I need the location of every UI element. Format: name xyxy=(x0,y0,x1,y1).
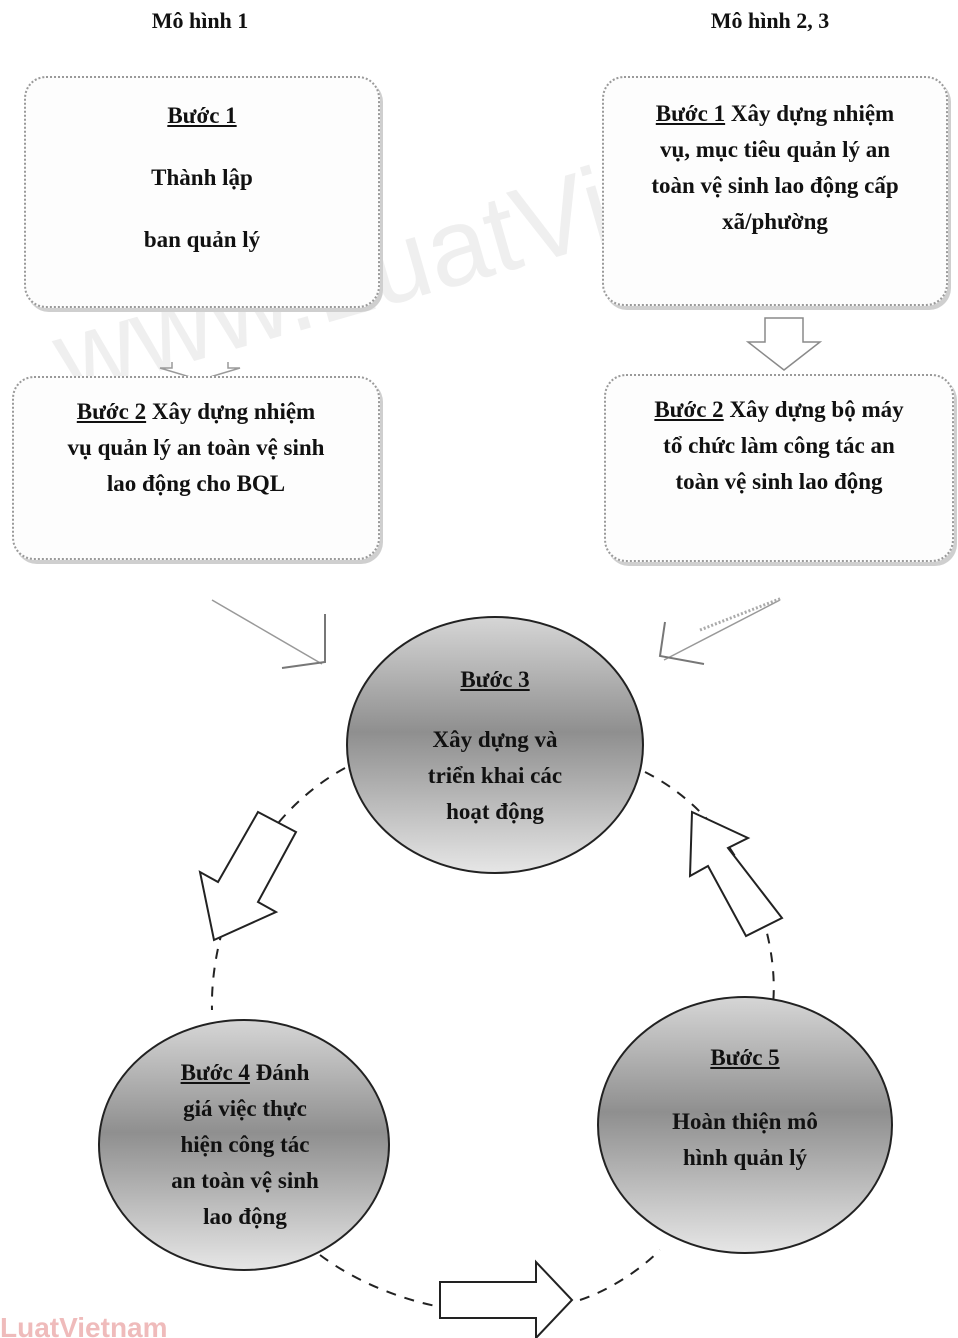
diagonal-arrow-right-icon xyxy=(658,596,783,665)
step-text: Xây dựng và xyxy=(432,727,558,752)
step-label: Bước 5 xyxy=(710,1045,780,1070)
model-23-title: Mô hình 2, 3 xyxy=(710,8,830,33)
step-4-text: Bước 4 Đánh giá việc thực hiện công tác … xyxy=(140,1055,350,1235)
step-text: hoạt động xyxy=(446,799,544,824)
step-text: Hoàn thiện mô xyxy=(672,1109,818,1134)
step-text: lao động cho BQL xyxy=(106,471,286,496)
step-text: triển khai các xyxy=(427,763,563,788)
model-1-title: Mô hình 1 xyxy=(151,8,249,33)
diagonal-arrow-left-icon xyxy=(211,599,326,669)
step-text: Xây dựng bộ máy xyxy=(729,397,904,422)
step-text: hiện công tác xyxy=(180,1132,310,1157)
step-5-circle xyxy=(597,996,893,1254)
step-text: tổ chức làm công tác an xyxy=(663,433,895,458)
luatvietnam-logo: LuatVietnam xyxy=(0,1312,168,1338)
cycle-dashed-ring xyxy=(644,771,775,1006)
step-text: Xây dựng nhiệm xyxy=(151,399,316,424)
step-label: Bước 4 xyxy=(180,1060,250,1085)
step-text: giá việc thực xyxy=(183,1096,307,1121)
step-3-text: Bước 3 Xây dựng và triển khai các hoạt đ… xyxy=(395,662,595,830)
step-3-circle xyxy=(346,616,644,874)
model-1-step-2-box: Bước 2 Xây dựng nhiệm vụ quản lý an toàn… xyxy=(12,376,380,560)
arrow-4-to-5-icon xyxy=(439,1259,574,1338)
cycle-dashed-ring xyxy=(579,1249,661,1301)
down-arrow-icon xyxy=(745,317,823,371)
step-text: ban quản lý xyxy=(143,227,261,252)
step-text: toàn vệ sinh lao động xyxy=(675,469,883,494)
step-label: Bước 2 xyxy=(76,399,147,424)
arrow-3-to-4-icon xyxy=(198,810,298,942)
step-text: an toàn vệ sinh xyxy=(171,1168,319,1193)
step-text: Thành lập xyxy=(151,165,253,190)
step-text: vụ quản lý an toàn vệ sinh xyxy=(67,435,325,460)
step-5-text: Bước 5 Hoàn thiện mô hình quản lý xyxy=(640,1040,850,1176)
step-text: lao động xyxy=(203,1204,287,1229)
model-23-step-2-box: Bước 2 Xây dựng bộ máy tổ chức làm công … xyxy=(604,374,954,562)
step-text: hình quản lý xyxy=(682,1145,808,1170)
step-text: xã/phường xyxy=(722,209,828,234)
step-label: Bước 1 xyxy=(167,103,237,128)
step-label: Bước 3 xyxy=(460,667,530,692)
step-4-circle xyxy=(98,1019,390,1271)
step-label: Bước 1 xyxy=(655,101,726,126)
model-23-step-1-box: Bước 1 Xây dựng nhiệm vụ, mục tiêu quản … xyxy=(602,76,948,306)
model-1-step-1-box: Bước 1 Thành lập ban quản lý xyxy=(24,76,380,308)
step-text: Xây dựng nhiệm xyxy=(730,101,895,126)
step-label: Bước 2 xyxy=(654,397,724,422)
step-text: Đánh xyxy=(255,1060,310,1085)
step-text: vụ, mục tiêu quản lý an xyxy=(659,137,891,162)
cycle-dashed-ring xyxy=(319,1254,491,1312)
arrow-5-to-3-icon xyxy=(688,810,784,938)
step-text: toàn vệ sinh lao động cấp xyxy=(651,173,899,198)
